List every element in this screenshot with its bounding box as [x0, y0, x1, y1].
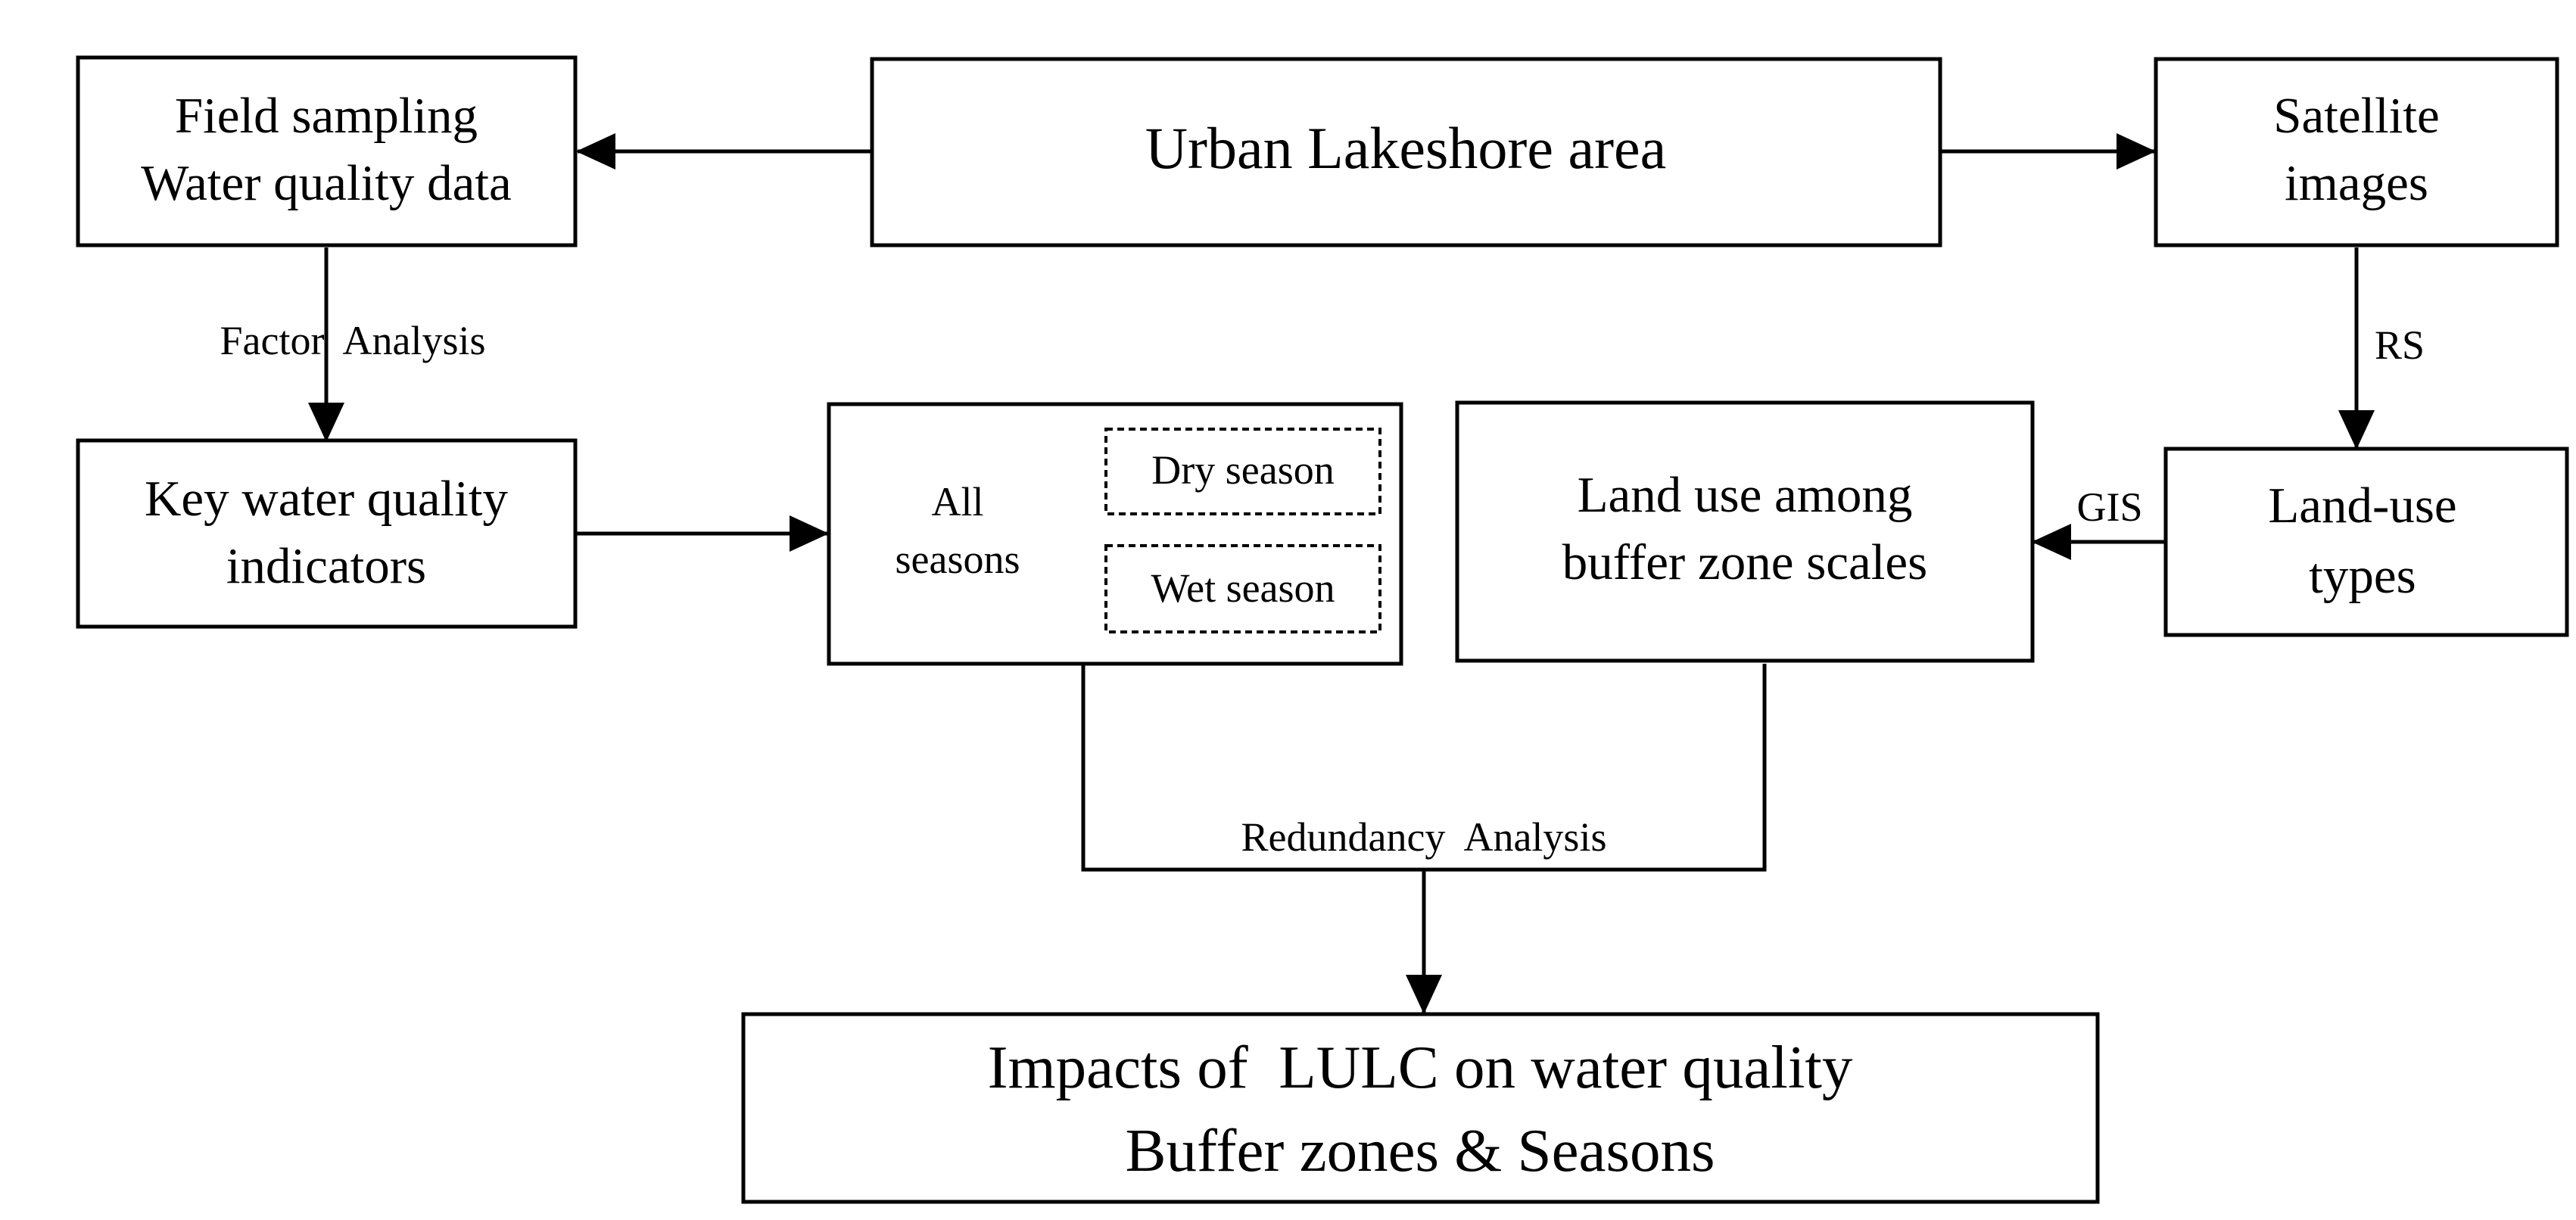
wet-season-label: Wet season: [1151, 565, 1335, 611]
satellite-line1: Satellite: [2273, 88, 2440, 144]
field-sampling-box: [76, 55, 578, 247]
impacts-line1: Impacts of LULC on water quality: [988, 1033, 1853, 1101]
land-use-buffer-line1: Land use among: [1578, 467, 1913, 523]
land-use-types-line1: Land-use: [2268, 478, 2456, 534]
rs-label: RS: [2375, 322, 2425, 368]
field-sampling-line1: Field sampling: [175, 88, 478, 144]
satellite-line2: images: [2285, 155, 2428, 211]
dry-season-label: Dry season: [1151, 447, 1334, 493]
wet-season-box: [1104, 544, 1381, 633]
all-seasons-line1: All: [931, 479, 983, 524]
key-indicators-line1: Key water quality: [145, 471, 508, 527]
urban-lakeshore-box: [870, 57, 1942, 247]
factor-analysis-label: Factor Analysis: [220, 318, 486, 363]
key-indicators-line2: indicators: [226, 538, 426, 594]
boxes: [76, 55, 2569, 1204]
all-seasons-line2: seasons: [896, 537, 1020, 582]
impacts-line2: Buffer zones & Seasons: [1125, 1116, 1715, 1184]
key-indicators-box: [76, 438, 578, 629]
labels: Urban Lakeshore area Field sampling Wate…: [141, 88, 2456, 1184]
satellite-images-box: [2154, 57, 2559, 247]
land-use-types-line2: types: [2309, 548, 2416, 604]
land-use-buffer-box: [1455, 400, 2035, 663]
gis-label: GIS: [2076, 484, 2142, 530]
dry-season-box: [1104, 428, 1381, 515]
land-use-types-box: [2163, 447, 2569, 637]
land-use-buffer-line2: buffer zone scales: [1562, 534, 1927, 590]
urban-lakeshore-label: Urban Lakeshore area: [1145, 115, 1667, 181]
connectors: [308, 133, 2375, 1014]
impacts-box: [741, 1012, 2100, 1204]
field-sampling-line2: Water quality data: [141, 155, 511, 211]
redundancy-analysis-label: Redundancy Analysis: [1241, 814, 1607, 860]
